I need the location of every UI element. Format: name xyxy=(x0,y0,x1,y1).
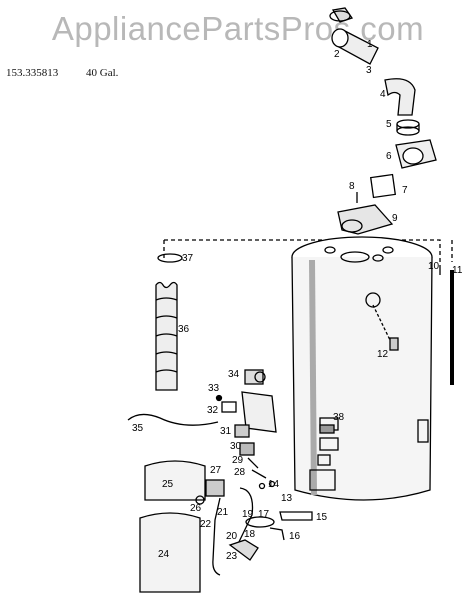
tank-body xyxy=(291,236,433,501)
burner-part xyxy=(245,516,275,528)
shield-part xyxy=(279,511,313,521)
part-label: 7 xyxy=(402,185,408,196)
part-label: 6 xyxy=(386,151,392,162)
part-label: 13 xyxy=(281,493,293,504)
part-label: 8 xyxy=(349,181,355,192)
thermocouple-part xyxy=(127,413,219,426)
screw-14-part xyxy=(268,480,276,488)
bracket-part xyxy=(221,401,237,413)
part-label: 10 xyxy=(428,261,440,272)
part-label: 3 xyxy=(366,65,372,76)
part-label: 36 xyxy=(178,324,190,335)
model-number: 153.335813 xyxy=(6,67,59,79)
igniter-part xyxy=(195,495,205,505)
part-label: 19 xyxy=(242,509,254,520)
outer-door-part xyxy=(144,460,206,501)
part-label: 15 xyxy=(316,512,328,523)
dip-tube-part xyxy=(155,281,178,391)
part-label: 20 xyxy=(226,531,238,542)
relief-valve-part xyxy=(372,304,399,351)
part-label: 14 xyxy=(268,479,280,490)
part-label: 34 xyxy=(228,369,240,380)
part-label: 29 xyxy=(232,455,244,466)
part-label: 33 xyxy=(208,383,220,394)
part-label: 37 xyxy=(182,253,194,264)
part-label: 30 xyxy=(230,441,242,452)
part-label: 4 xyxy=(380,89,386,100)
tank-capacity: 40 Gal. xyxy=(86,67,119,79)
control-knob-part xyxy=(234,424,250,438)
part-label: 12 xyxy=(377,349,389,360)
part-label: 11 xyxy=(452,265,463,276)
part-label: 25 xyxy=(162,479,174,490)
pilot-assembly-part xyxy=(205,479,225,497)
part-label: 17 xyxy=(258,509,270,520)
inner-door-part xyxy=(139,512,201,593)
manifold-part xyxy=(239,442,255,456)
vent-pipe-part xyxy=(331,28,379,65)
part-label: 24 xyxy=(158,549,170,560)
part-label: 27 xyxy=(210,465,222,476)
vent-cap-part xyxy=(329,7,354,23)
vent-elbow-part xyxy=(384,78,416,116)
part-label: 22 xyxy=(200,519,212,530)
part-label: 9 xyxy=(392,213,398,224)
part-label: 1 xyxy=(367,39,373,50)
screw-13-part xyxy=(258,482,266,490)
part-label: 2 xyxy=(334,49,340,60)
screw-part xyxy=(215,394,223,402)
part-label: 31 xyxy=(220,426,232,437)
draft-hood-part xyxy=(395,139,437,169)
part-label: 26 xyxy=(190,503,202,514)
part-label: 16 xyxy=(289,531,301,542)
part-label: 21 xyxy=(217,507,229,518)
part-label: 5 xyxy=(386,119,392,130)
thermostat-top-part xyxy=(244,369,266,385)
part-label: 28 xyxy=(234,467,246,478)
coupler-part xyxy=(396,119,420,136)
part-label: 35 xyxy=(132,423,144,434)
part-label: 18 xyxy=(244,529,256,540)
part-label: 23 xyxy=(226,551,238,562)
gas-valve-body xyxy=(241,391,277,433)
part-label: 38 xyxy=(333,412,345,423)
gasket-part xyxy=(369,173,397,199)
flue-baffle-part xyxy=(337,204,394,235)
dip-tube-ring-part xyxy=(157,253,183,263)
part-label: 32 xyxy=(207,405,219,416)
